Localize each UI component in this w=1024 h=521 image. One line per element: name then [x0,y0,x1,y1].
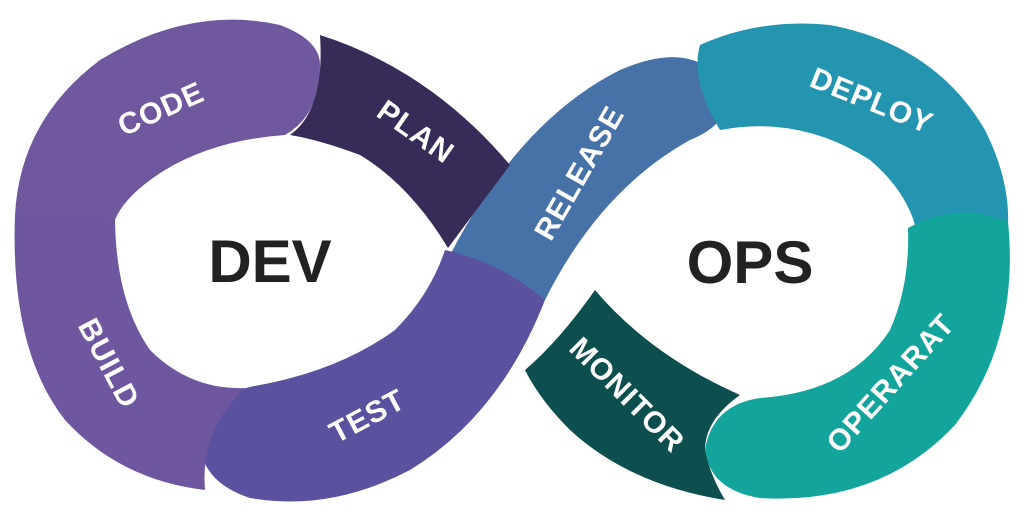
operate-segment [705,212,1010,499]
build-segment [14,210,246,490]
code-segment [15,19,320,221]
dev-title: DEV [208,228,331,295]
monitor-segment [525,290,740,500]
plan-segment [290,35,510,248]
ops-title: OPS [687,229,814,296]
test-segment [199,250,546,502]
release-segment [448,57,726,328]
deploy-segment [697,23,1009,226]
